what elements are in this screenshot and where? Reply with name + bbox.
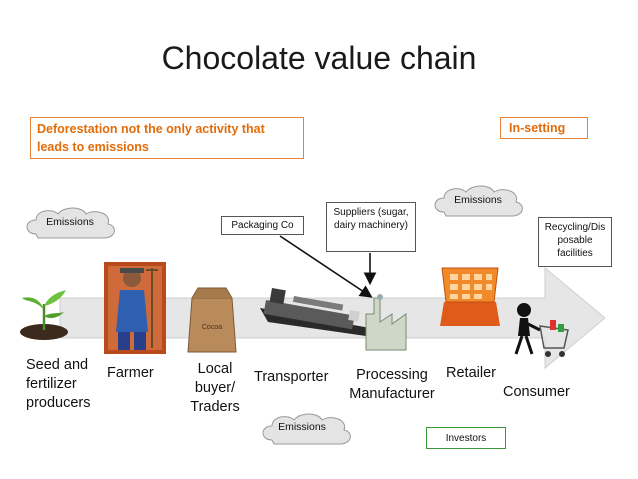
packaging-arrow [280, 236, 370, 296]
emissions-top-right-label: Emissions [438, 194, 518, 206]
emissions-bottom-label: Emissions [262, 421, 342, 433]
emissions-left-label: Emissions [30, 216, 110, 228]
